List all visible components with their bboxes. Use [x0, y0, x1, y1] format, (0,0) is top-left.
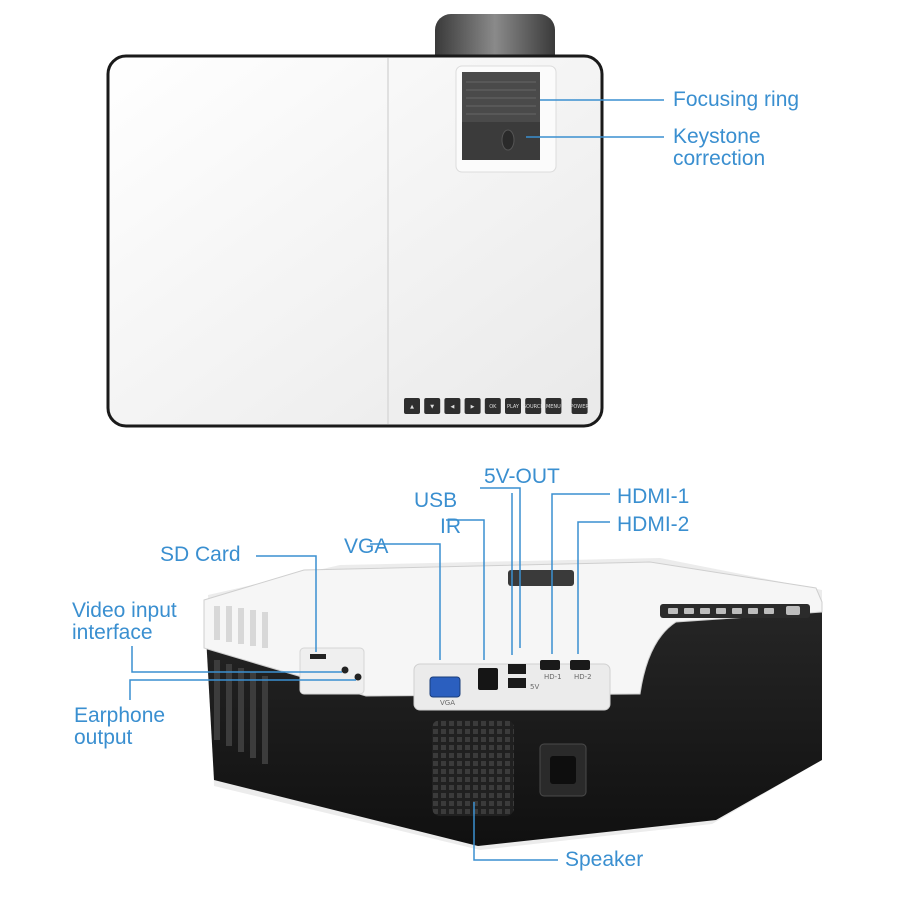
button-source-label: SOURCE	[523, 404, 544, 410]
hdmi1-port	[540, 660, 560, 670]
back-view: VGA 5V HD-1 HD-2	[129, 487, 823, 861]
button-up-label: ▲	[410, 404, 414, 410]
label-ir: IR	[440, 515, 461, 538]
leader-usb	[480, 487, 521, 648]
video-input-jack	[341, 666, 349, 674]
button-left[interactable]	[444, 398, 461, 414]
button-right[interactable]	[464, 398, 481, 414]
leader-ir	[446, 519, 485, 660]
label-video-input-line1: Video input	[72, 599, 177, 622]
leader-speaker	[473, 802, 558, 861]
label-focusing-ring: Focusing ring	[673, 88, 800, 111]
label-keystone-line1: Keystone	[673, 125, 761, 148]
label-hdmi2: HDMI-2	[617, 513, 690, 536]
black-side-vents	[214, 660, 268, 764]
button-down[interactable]	[424, 398, 441, 414]
button-left-label: ◀	[450, 404, 454, 410]
button-menu[interactable]	[545, 398, 562, 414]
label-earphone-line1: Earphone	[74, 704, 166, 727]
leader-sd-card	[256, 555, 317, 652]
keystone-knob	[501, 129, 515, 151]
five-v-out-port	[508, 678, 526, 688]
button-source[interactable]	[525, 398, 542, 414]
label-sd-card: SD Card	[160, 543, 241, 566]
button-ok-label: OK	[489, 404, 497, 410]
hdmi2-port	[570, 660, 590, 670]
sd-card-slot	[310, 654, 326, 659]
label-earphone-line2: output	[74, 726, 133, 749]
button-play-label: PLAY	[507, 404, 520, 410]
power-socket-inlet	[550, 756, 576, 784]
label-vga: VGA	[344, 535, 389, 558]
button-down-label: ▼	[430, 404, 434, 410]
button-up[interactable]	[404, 398, 420, 414]
leader-video-input	[131, 646, 342, 673]
button-power-label: POWER	[570, 404, 589, 410]
label-5v-out: 5V-OUT	[484, 465, 560, 488]
label-hdmi1: HDMI-1	[617, 485, 690, 508]
label-keystone-line2: correction	[673, 147, 766, 170]
button-menu-label: MENU	[546, 404, 561, 410]
white-side-vents	[214, 606, 268, 648]
button-power[interactable]	[571, 398, 588, 414]
side-port-panel	[299, 647, 365, 695]
leader-hdmi1	[551, 493, 610, 654]
label-usb: USB	[414, 489, 458, 512]
vga-port-label: VGA	[440, 699, 455, 707]
leader-earphone	[129, 679, 356, 700]
usb-port	[508, 664, 526, 674]
speaker-grille	[432, 720, 514, 816]
earphone-jack	[354, 673, 362, 681]
button-right-label: ▶	[471, 404, 475, 410]
label-video-input-line2: interface	[72, 621, 153, 644]
leader-vga	[370, 543, 441, 660]
label-speaker: Speaker	[565, 848, 644, 871]
leader-hdmi2	[577, 521, 610, 654]
button-play[interactable]	[505, 398, 521, 414]
button-ok[interactable]	[484, 398, 501, 414]
top-lens-window	[508, 570, 574, 586]
five-v-port-label: 5V	[530, 683, 539, 691]
vga-port	[429, 676, 461, 698]
ir-receiver	[478, 668, 498, 690]
keystone-wheel	[462, 122, 540, 160]
hd2-port-label: HD-2	[574, 673, 592, 681]
hd1-port-label: HD-1	[544, 673, 562, 681]
